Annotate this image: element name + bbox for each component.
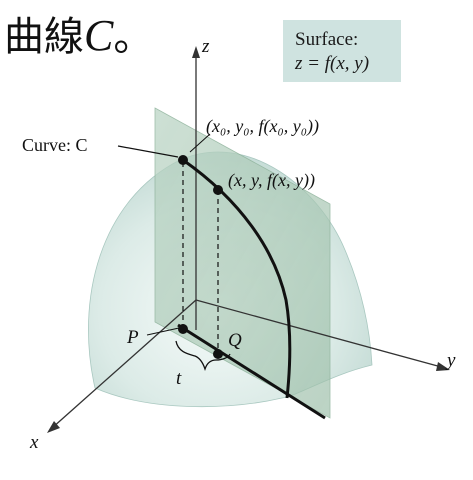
- y-axis-label: y: [445, 350, 456, 371]
- point-q: [213, 349, 223, 359]
- x-axis-label: x: [29, 432, 39, 453]
- curve-leader: [117, 145, 179, 158]
- heading-text: 曲線: [4, 14, 84, 60]
- point-p: [178, 324, 188, 334]
- legend-line2: z = f(x, y): [295, 53, 370, 74]
- p-leader: [146, 327, 180, 336]
- q-label: Q: [228, 330, 242, 351]
- legend-line1: Surface:: [295, 29, 359, 50]
- z-axis-label: z: [201, 36, 210, 57]
- x-axis-arrow: [47, 421, 60, 433]
- point0-label: (x₀, y₀, f(x₀, y₀)): [206, 116, 319, 137]
- curve-label: Curve: C: [22, 135, 88, 155]
- point-xy: [213, 185, 223, 195]
- z-axis-arrow: [192, 46, 200, 58]
- heading-var: C: [84, 11, 114, 60]
- base-line: [177, 323, 326, 420]
- point-x0y0: [178, 155, 188, 165]
- cutting-plane: [154, 107, 331, 419]
- curve-c: [182, 158, 292, 399]
- heading: 曲線C。: [4, 14, 153, 58]
- y-axis-arrow: [436, 362, 450, 371]
- p-label: P: [126, 327, 139, 348]
- point0-leader: [189, 133, 211, 153]
- point-label: (x, y, f(x, y)): [228, 170, 315, 191]
- t-label: t: [176, 368, 182, 389]
- surface-legend: Surface: z = f(x, y): [283, 20, 401, 82]
- t-brace: [175, 340, 231, 372]
- heading-punct: 。: [113, 14, 154, 60]
- y-axis: [195, 299, 446, 369]
- x-axis: [51, 299, 197, 429]
